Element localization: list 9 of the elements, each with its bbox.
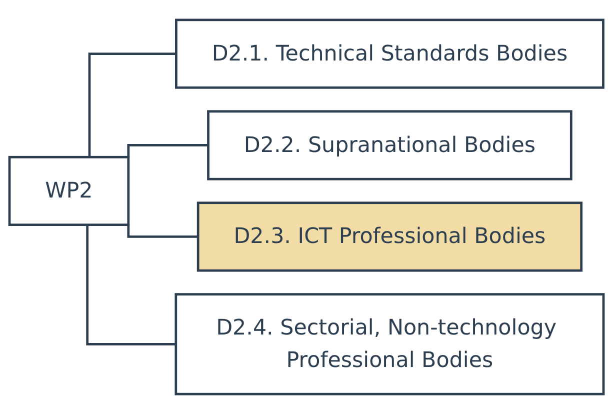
connector — [127, 224, 198, 238]
node-box: D2.2. Supranational Bodies — [207, 110, 572, 180]
connector — [86, 224, 176, 346]
node-box: WP2 — [8, 156, 130, 226]
node-box: D2.4. Sectorial, Non-technology Professional Bodies — [174, 293, 605, 396]
node-box: D2.3. ICT Professional Bodies — [196, 202, 583, 272]
connector — [127, 144, 208, 158]
node-box: D2.1. Technical Standards Bodies — [175, 18, 604, 89]
connector — [88, 52, 176, 158]
